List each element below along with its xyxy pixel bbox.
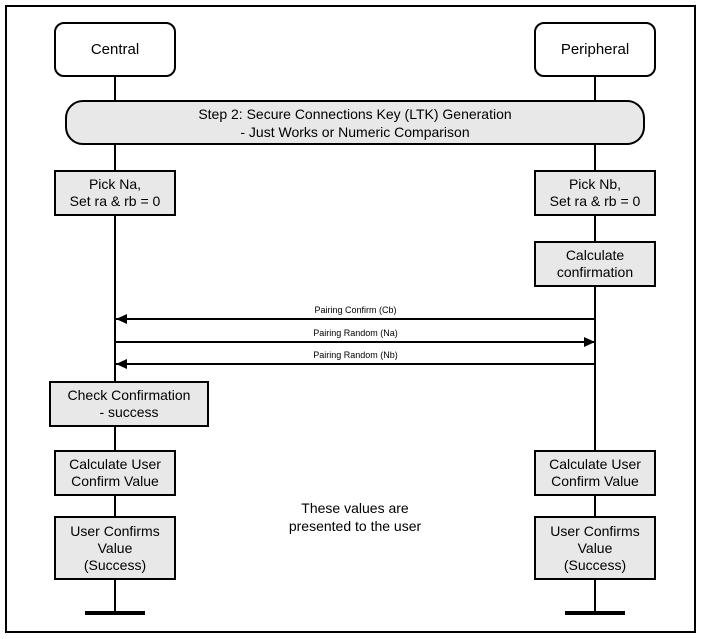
terminator-peripheral (565, 611, 625, 615)
peripheral-step-pick-nb[interactable]: Pick Nb, Set ra & rb = 0 (534, 170, 656, 216)
center-note-line1: These values are (301, 500, 409, 516)
central-step-pick-na-line1: Pick Na, (88, 176, 142, 192)
actor-peripheral[interactable]: Peripheral (534, 22, 656, 77)
central-step-calculate-user-confirm-value-line2: Confirm Value (71, 473, 159, 489)
peripheral-step-user-confirms-value-line2: Value (577, 539, 613, 556)
peripheral-step-calculate-user-confirm-value-line2: Confirm Value (551, 473, 639, 489)
actor-central-label: Central (90, 41, 140, 58)
peripheral-step-calculate-user-confirm-value-line1: Calculate User (549, 456, 641, 472)
message-pairing-random-nb-label: Pairing Random (Nb) (313, 350, 398, 360)
peripheral-step-user-confirms-value-line1: User Confirms (550, 522, 640, 539)
actor-peripheral-label: Peripheral (560, 41, 630, 58)
peripheral-step-calculate-confirmation-line1: Calculate (565, 247, 625, 263)
peripheral-step-calculate-confirmation[interactable]: Calculate confirmation (534, 241, 656, 287)
central-step-user-confirms-value[interactable]: User Confirms Value (Success) (54, 516, 176, 580)
message-line (116, 363, 595, 365)
lifeline-peripheral (594, 75, 596, 613)
arrowhead-left-icon (116, 314, 127, 324)
central-step-calculate-user-confirm-value[interactable]: Calculate User Confirm Value (54, 450, 176, 496)
message-pairing-random-nb[interactable]: Pairing Random (Nb) (116, 350, 595, 369)
central-step-check-confirmation-line1: Check Confirmation (67, 387, 191, 403)
step-banner-line1: Step 2: Secure Connections Key (LTK) Gen… (198, 105, 512, 122)
message-pairing-random-na-label: Pairing Random (Na) (313, 328, 398, 338)
message-line (116, 341, 595, 343)
arrowhead-left-icon (116, 359, 127, 369)
central-step-check-confirmation[interactable]: Check Confirmation - success (49, 381, 209, 427)
central-step-calculate-user-confirm-value-line1: Calculate User (69, 456, 161, 472)
central-step-check-confirmation-line2: - success (99, 404, 159, 420)
peripheral-step-pick-nb-line2: Set ra & rb = 0 (549, 193, 641, 209)
message-pairing-random-na[interactable]: Pairing Random (Na) (116, 328, 595, 347)
arrowhead-right-icon (584, 337, 595, 347)
center-note: These values are presented to the user (220, 499, 490, 535)
peripheral-step-calculate-confirmation-line2: confirmation (556, 264, 634, 280)
center-note-line2: presented to the user (288, 518, 422, 534)
central-step-pick-na-line2: Set ra & rb = 0 (69, 193, 161, 209)
step-banner: Step 2: Secure Connections Key (LTK) Gen… (65, 100, 645, 145)
peripheral-step-user-confirms-value-line3: (Success) (563, 556, 627, 573)
central-step-user-confirms-value-line1: User Confirms (70, 522, 160, 539)
diagram-frame: Central Peripheral Step 2: Secure Connec… (5, 5, 696, 633)
message-pairing-confirm-cb[interactable]: Pairing Confirm (Cb) (116, 305, 595, 324)
peripheral-step-calculate-user-confirm-value[interactable]: Calculate User Confirm Value (534, 450, 656, 496)
step-banner-line2: - Just Works or Numeric Comparison (240, 123, 470, 140)
terminator-central (85, 611, 145, 615)
message-pairing-confirm-cb-label: Pairing Confirm (Cb) (314, 305, 397, 315)
message-line (116, 318, 595, 320)
peripheral-step-pick-nb-line1: Pick Nb, (568, 176, 622, 192)
central-step-user-confirms-value-line2: Value (97, 539, 133, 556)
actor-central[interactable]: Central (54, 22, 176, 77)
central-step-user-confirms-value-line3: (Success) (83, 556, 147, 573)
lifeline-central (114, 75, 116, 613)
peripheral-step-user-confirms-value[interactable]: User Confirms Value (Success) (534, 516, 656, 580)
central-step-pick-na[interactable]: Pick Na, Set ra & rb = 0 (54, 170, 176, 216)
